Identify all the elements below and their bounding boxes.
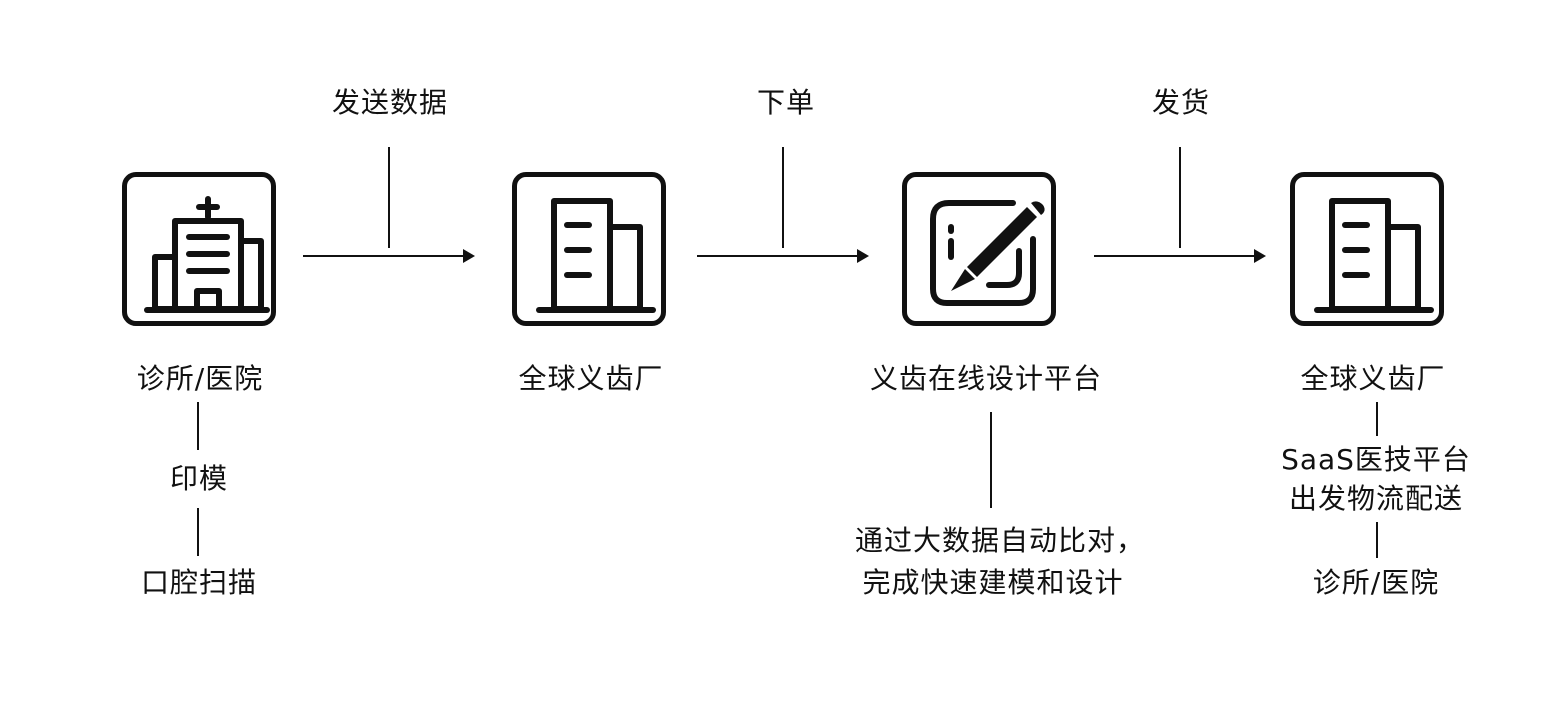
hospital-icon	[144, 196, 270, 313]
node-label-design-platform: 义齿在线设计平台	[869, 362, 1103, 395]
edge-label-ship: 发货	[1151, 86, 1211, 119]
node-clinic-hospital	[122, 172, 276, 326]
factory-2-sub-saas: SaaS医技平台	[1281, 443, 1471, 476]
arrow-clinic-to-factory	[303, 249, 475, 263]
building-icon	[536, 198, 656, 313]
node-label-factory-2: 全球义齿厂	[1300, 362, 1446, 395]
node-global-factory-2	[1290, 172, 1444, 326]
node-label-factory-1: 全球义齿厂	[518, 362, 664, 395]
clinic-sub-line-2	[197, 508, 199, 556]
design-edit-icon	[930, 200, 1045, 306]
node-label-clinic: 诊所/医院	[136, 362, 264, 395]
arrow-factory-to-platform	[697, 249, 869, 263]
clinic-sub-oral-scan: 口腔扫描	[140, 566, 258, 599]
platform-sub-text-1: 通过大数据自动比对，	[854, 524, 1146, 557]
factory-2-sub-line-2	[1376, 522, 1378, 558]
factory-2-sub-logistics: 出发物流配送	[1288, 482, 1464, 515]
platform-sub-line	[990, 412, 992, 508]
node-design-platform	[902, 172, 1056, 326]
edge-connector-send-data	[388, 147, 390, 248]
edge-label-send-data: 发送数据	[331, 86, 449, 119]
building-icon	[1314, 198, 1434, 313]
edge-connector-ship	[1179, 147, 1181, 248]
factory-2-sub-line-1	[1376, 402, 1378, 436]
clinic-sub-line-1	[197, 402, 199, 450]
node-global-factory-1	[512, 172, 666, 326]
platform-sub-text-2: 完成快速建模和设计	[862, 566, 1124, 599]
arrow-platform-to-factory	[1094, 249, 1266, 263]
edge-label-order: 下单	[756, 86, 816, 119]
clinic-sub-impression: 印模	[169, 462, 229, 495]
factory-2-sub-clinic: 诊所/医院	[1312, 566, 1440, 599]
edge-connector-order	[782, 147, 784, 248]
